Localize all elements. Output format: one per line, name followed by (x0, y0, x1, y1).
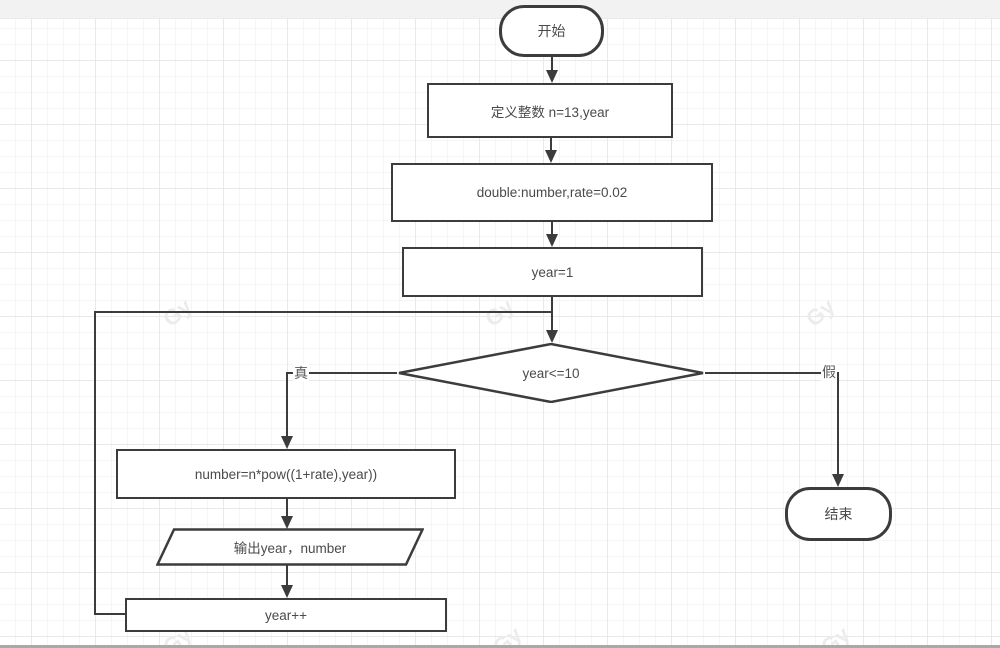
parallelogram-shape (156, 528, 424, 566)
canvas-top-margin (0, 0, 1000, 19)
edge-loop-back[interactable] (94, 311, 552, 615)
node-start[interactable]: 开始 (499, 5, 604, 57)
node-output[interactable]: 输出year，number (156, 528, 424, 566)
node-compute[interactable]: number=n*pow((1+rate),year)) (116, 449, 456, 499)
edge-label-true[interactable]: 真 (293, 364, 309, 382)
node-output-label: 输出year，number (233, 541, 347, 556)
node-condition[interactable]: year<=10 (397, 343, 705, 403)
node-declare-double[interactable]: double:number,rate=0.02 (391, 163, 713, 222)
node-declare-int[interactable]: 定义整数 n=13,year (427, 83, 673, 138)
edge-label-false[interactable]: 假 (821, 363, 837, 381)
node-condition-label: year<=10 (522, 365, 580, 381)
node-init-year[interactable]: year=1 (402, 247, 703, 297)
node-increment[interactable]: year++ (125, 598, 447, 632)
edge-condition-true[interactable] (281, 372, 397, 449)
diamond-shape (398, 343, 704, 403)
canvas-bottom-edge (0, 645, 1000, 648)
node-end[interactable]: 结束 (785, 487, 892, 541)
edge-condition-false[interactable] (705, 372, 844, 487)
